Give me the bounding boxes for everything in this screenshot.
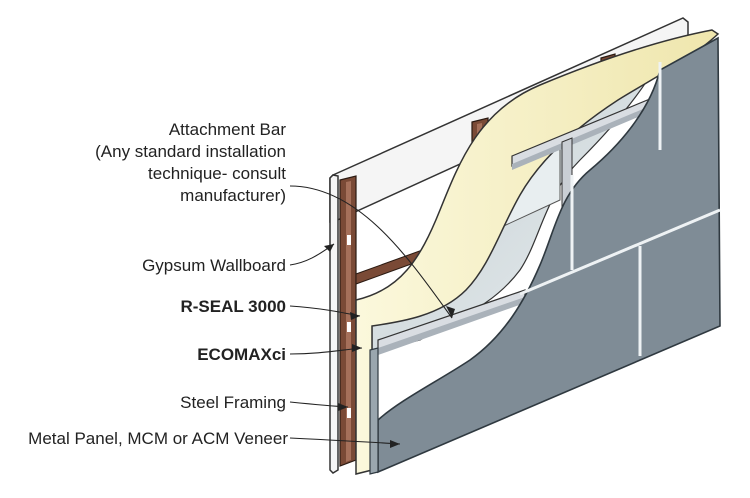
label-attachment-line-3: technique- consult (148, 164, 286, 183)
label-r-seal-3000: R-SEAL 3000 (180, 297, 286, 316)
label-steel-framing: Steel Framing (180, 393, 286, 412)
arrowhead-gypsum (324, 244, 334, 252)
arrowhead-rseal (350, 312, 360, 320)
label-attachment-line-2: (Any standard installation (95, 142, 286, 161)
steel-stud-left (339, 175, 357, 467)
label-gypsum-wallboard: Gypsum Wallboard (142, 256, 286, 275)
metal-panel-veneer (377, 36, 721, 474)
label-metal-panel: Metal Panel, MCM or ACM Veneer (28, 429, 288, 448)
panel-joint-h1 (519, 208, 721, 296)
label-attachment-line-4: manufacturer) (180, 186, 286, 205)
metal-panel-edge (369, 347, 379, 475)
label-ecomaxci: ECOMAXci (197, 345, 286, 364)
label-attachment-line-1: Attachment Bar (168, 120, 286, 139)
arrowhead-steel (338, 403, 348, 411)
gypsum-wallboard-edge (329, 174, 339, 474)
leader-attachment (289, 185, 453, 319)
arrowhead-metal (390, 440, 400, 448)
arrowhead-attachment (446, 306, 455, 318)
label-attachment-bar: Attachment Bar (Any standard installatio… (95, 119, 286, 207)
arrowhead-ecomax (352, 344, 362, 352)
